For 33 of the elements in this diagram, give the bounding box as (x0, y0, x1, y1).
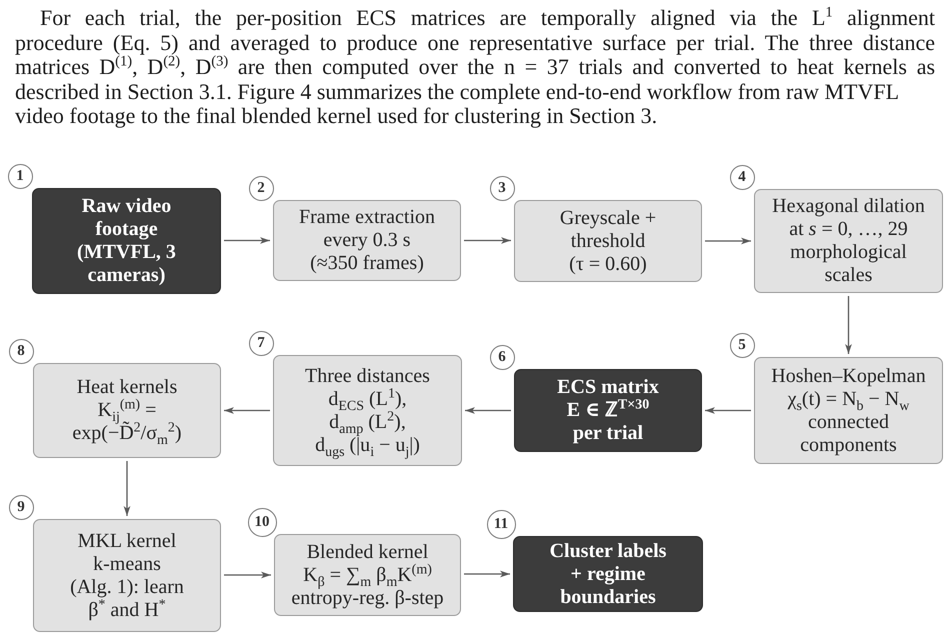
process-step-box: Greyscale + threshold (τ = 0.60) (514, 200, 702, 282)
step-number: 9 (8, 494, 34, 520)
step-number: 7 (248, 330, 274, 356)
arrow (845, 296, 852, 354)
arrow (705, 238, 751, 244)
step-number: 5 (730, 332, 754, 358)
step-number: 3 (490, 176, 514, 200)
step-number: 6 (490, 344, 514, 370)
arrow (705, 407, 751, 414)
process-step-box: Three distances d$_{ECS}$ (L$^{1}$), d$_{amp}$ (L$^{2}$), d$_{ugs}$ (|u$_{i}$ − u$_{j}$|) (273, 355, 462, 466)
arrow (465, 407, 511, 414)
process-step-box: Hoshen–Kopelman χ$_{s}$(t) = N$_{b}$ − N$_{w}$ connected components (754, 357, 943, 464)
step-number: 1 (8, 164, 32, 188)
step-number: 8 (8, 338, 34, 364)
step-number: 4 (730, 164, 754, 190)
highlighted-step-box: ECS matrix E ∈ ℤ$^{T×30}$ per trial (514, 369, 702, 452)
step-number: 11 (486, 510, 516, 538)
step-number: 10 (248, 508, 276, 536)
process-step-box: MKL kernel k-means (Alg. 1): learn β$^{*}$ and H$^{*}$ (33, 519, 221, 632)
step-number: 2 (248, 176, 274, 200)
highlighted-step-box: Raw video footage (MTVFL, 3 cameras) (32, 188, 221, 294)
arrow (464, 237, 511, 244)
process-step-box: Frame extraction every 0.3 s (≈350 frames) (273, 200, 461, 281)
arrow (224, 237, 270, 244)
arrow (224, 407, 270, 414)
arrow (124, 461, 130, 516)
highlighted-step-box: Cluster labels + regime boundaries (513, 536, 703, 612)
process-step-box: Hexagonal dilation at s = 0, …, 29 morphological scales (754, 189, 943, 293)
process-step-box: Blended kernel K$_{β}$ = ∑$_{m}$ β$_{m}$K$^{(m)}$ entropy-reg. β-step (274, 534, 461, 616)
arrow (224, 572, 271, 578)
body-text: For each trial, the per-position ECS matrices are temporally aligned via the L$^{1}$ alignment procedure (Eq. 5) and averaged to produce one representative surface per trial. The three distance matrices D$^{(1)}$, D$^{(2)}$, D$^{(3)}$ are then computed over the n = 37 trials and converted to heat kernels as described in Section 3.1. Figure 4 summarizes the complete end-to-end workflow from raw MTVFL video footage to the final blended kernel used for clustering in Section 3. (15, 6, 935, 128)
arrow (464, 570, 510, 578)
process-step-box: Heat kernels K$_{ij}$$^{(m)}$ = exp(−D̃$^{2}$/σ$_{m}$$^{2}$) (33, 363, 221, 458)
